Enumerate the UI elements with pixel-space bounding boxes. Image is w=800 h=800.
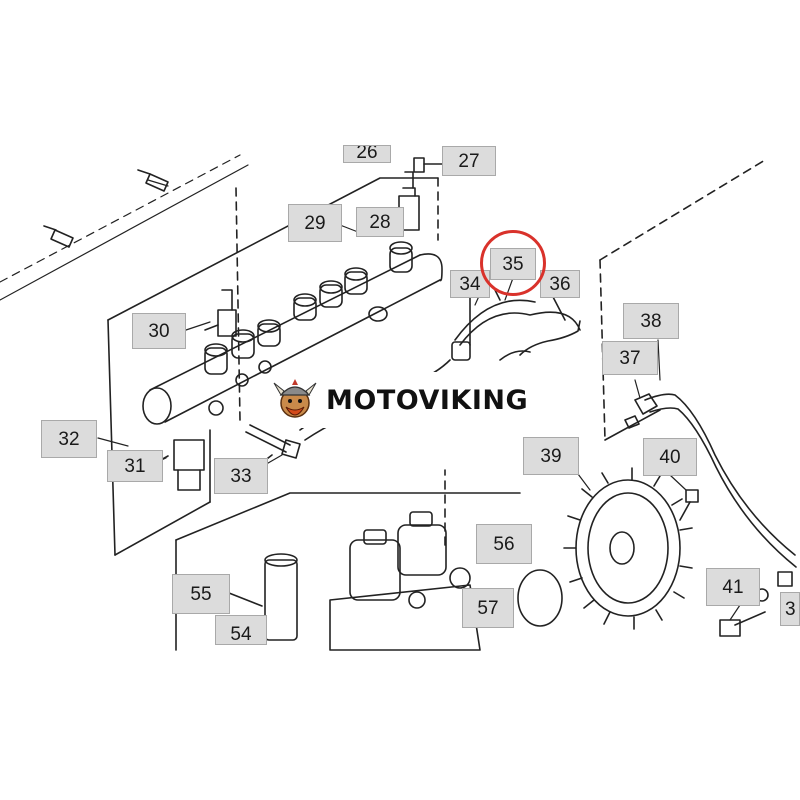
callout-29: 29 <box>288 204 342 242</box>
top-frame-lines <box>0 154 249 301</box>
watermark-text: MOTOVIKING <box>326 384 529 416</box>
rail-small-fittings <box>208 360 272 416</box>
callout-32: 32 <box>41 420 97 458</box>
highlight-circle <box>480 230 546 296</box>
rail-frame <box>107 177 439 556</box>
callout-31: 31 <box>107 450 163 482</box>
callout-26: 26 <box>343 145 391 163</box>
callout-38: 38 <box>623 303 679 339</box>
fuel-pump <box>329 469 481 651</box>
callout-41: 41 <box>706 568 760 606</box>
o-ring-56 <box>517 569 563 627</box>
viking-mascot-icon <box>273 379 317 418</box>
callout-54: 54 <box>215 615 267 645</box>
callout-40: 40 <box>643 438 697 476</box>
watermark-banner: MOTOVIKING <box>266 372 536 428</box>
callout-36: 36 <box>540 270 580 298</box>
callout-37: 37 <box>602 341 658 375</box>
fitting-27 <box>413 157 443 173</box>
filter-55 <box>228 553 298 641</box>
bolt-40 <box>679 489 699 521</box>
right-fittings-41 <box>719 571 793 637</box>
pressure-valve-30 <box>204 289 237 337</box>
callout-3x: 3 <box>780 592 800 626</box>
pipe-38 <box>624 393 797 568</box>
top-fittings <box>43 169 169 248</box>
callout-27: 27 <box>442 146 496 176</box>
gear-39 <box>563 467 693 630</box>
callout-57: 57 <box>462 588 514 628</box>
callout-39: 39 <box>523 437 579 475</box>
callout-33: 33 <box>214 458 268 494</box>
fuel-rail <box>142 241 443 425</box>
callout-28: 28 <box>356 207 404 237</box>
right-frame-lines <box>599 159 766 441</box>
callout-30: 30 <box>132 313 186 349</box>
rail-bosses <box>204 241 413 375</box>
callout-55: 55 <box>172 574 230 614</box>
callout-56: 56 <box>476 524 532 564</box>
